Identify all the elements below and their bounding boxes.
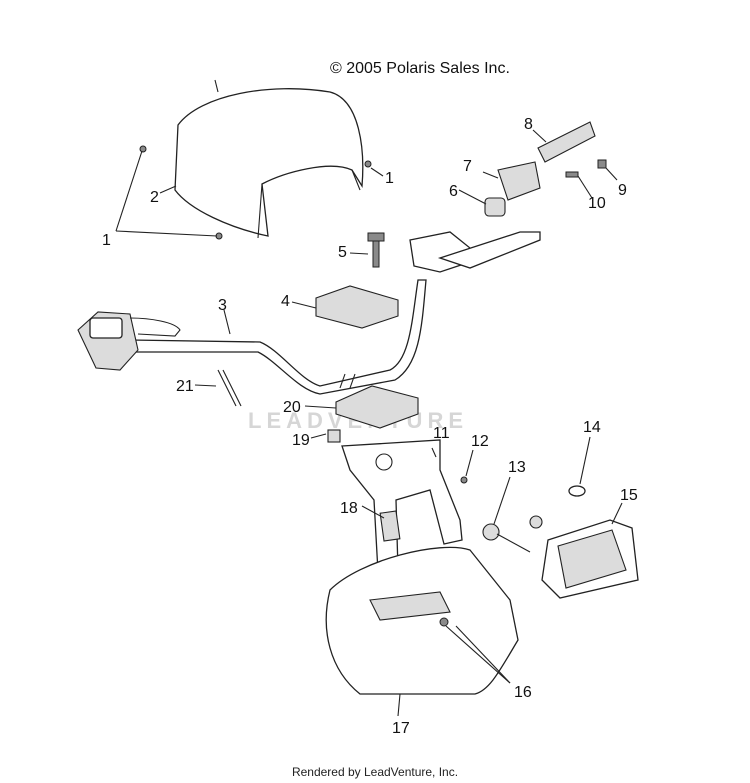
callout-6: 6 xyxy=(449,183,458,200)
part-12-screw xyxy=(460,476,468,484)
callout-12: 12 xyxy=(471,433,489,450)
part-2-cover xyxy=(174,79,364,239)
callout-9: 9 xyxy=(618,182,627,199)
part-16-grommet xyxy=(439,617,449,627)
left-switch-housing xyxy=(77,311,181,371)
callout-10: 10 xyxy=(588,195,606,212)
callout-18: 18 xyxy=(340,500,358,517)
footer-text: Rendered by LeadVenture, Inc. xyxy=(291,765,459,779)
part-21-bolt xyxy=(217,369,242,407)
part-20-clamp-lower xyxy=(335,385,419,429)
callout-5: 5 xyxy=(338,244,347,261)
callout-13: 13 xyxy=(508,459,526,476)
part-11-bracket xyxy=(341,439,463,573)
callout-14: 14 xyxy=(583,419,601,436)
part-3-handlebar xyxy=(129,279,427,395)
right-controls xyxy=(367,121,607,273)
callout-7: 7 xyxy=(463,158,472,175)
part-1-screws xyxy=(139,145,372,240)
callout-19: 19 xyxy=(292,432,310,449)
callout-11: 11 xyxy=(433,425,450,442)
callout-20: 20 xyxy=(283,399,301,416)
callout-1b: 1 xyxy=(385,170,394,187)
callout-3: 3 xyxy=(218,297,227,314)
callout-2: 2 xyxy=(150,189,159,206)
part-4-clamp-upper xyxy=(315,285,399,329)
copyright-text: © 2005 Polaris Sales Inc. xyxy=(330,60,510,77)
callout-21: 21 xyxy=(176,378,194,395)
callout-8: 8 xyxy=(524,116,533,133)
callout-17: 17 xyxy=(392,720,410,737)
part-14-oring xyxy=(568,485,586,497)
leader-lines xyxy=(115,129,623,717)
callout-15: 15 xyxy=(620,487,638,504)
callouts: 1 1 2 3 4 5 6 7 8 9 10 11 12 13 14 15 16… xyxy=(102,116,638,737)
callout-16: 16 xyxy=(514,684,532,701)
part-18-label xyxy=(379,510,401,542)
part-13-socket xyxy=(482,523,531,553)
part-19-clip xyxy=(327,429,341,443)
part-15-headlight xyxy=(529,515,639,599)
part-17-lower-housing xyxy=(325,546,519,695)
callout-1a: 1 xyxy=(102,232,111,249)
callout-4: 4 xyxy=(281,293,290,310)
